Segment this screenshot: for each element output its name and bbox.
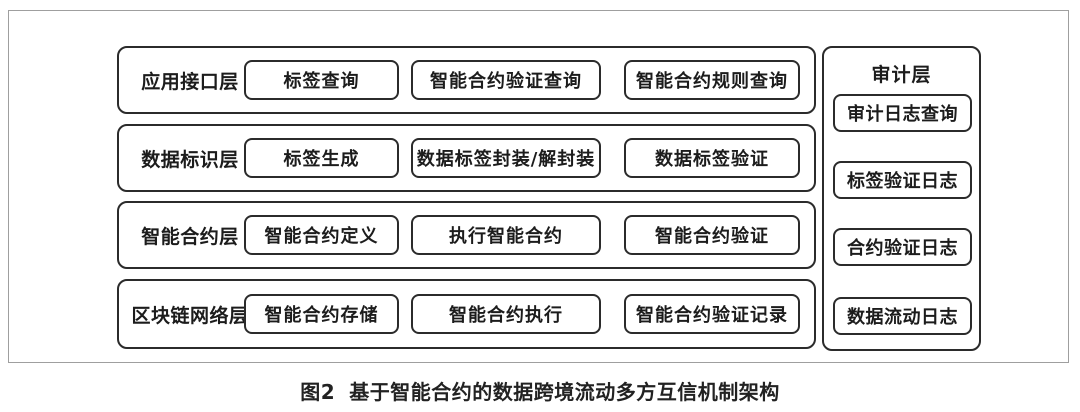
audit-log-box: 标签验证日志: [833, 161, 972, 199]
module-box: 执行智能合约: [411, 215, 601, 255]
audit-layer-panel: 审计层 审计日志查询 标签验证日志 合约验证日志 数据流动日志: [822, 46, 981, 351]
module-box: 智能合约存储: [244, 294, 399, 334]
figure-caption: 图2 基于智能合约的数据跨境流动多方互信机制架构: [0, 376, 1080, 405]
audit-layer-title: 审计层: [871, 64, 932, 86]
layer-label: 区块链网络层: [131, 304, 249, 327]
module-box: 智能合约执行: [411, 294, 601, 334]
audit-log-box: 合约验证日志: [833, 228, 972, 266]
audit-log-box: 数据流动日志: [833, 297, 972, 335]
layer-label: 智能合约层: [141, 225, 239, 248]
layer-row-blockchain-network: 区块链网络层 智能合约存储 智能合约执行 智能合约验证记录: [117, 279, 816, 349]
module-box: 数据标签验证: [624, 138, 800, 178]
layer-label: 应用接口层: [141, 70, 239, 93]
layer-row-app-interface: 应用接口层 标签查询 智能合约验证查询 智能合约规则查询: [117, 46, 816, 114]
module-box: 标签查询: [244, 60, 399, 100]
module-box: 数据标签封装/解封装: [411, 138, 601, 178]
figure-number: 图2: [300, 380, 336, 404]
layer-row-smart-contract: 智能合约层 智能合约定义 执行智能合约 智能合约验证: [117, 201, 816, 269]
module-box: 智能合约验证记录: [624, 294, 800, 334]
layer-label: 数据标识层: [141, 148, 239, 171]
module-box: 标签生成: [244, 138, 399, 178]
module-box: 智能合约验证: [624, 215, 800, 255]
module-box: 智能合约定义: [244, 215, 399, 255]
module-box: 智能合约规则查询: [624, 60, 800, 100]
module-box: 智能合约验证查询: [411, 60, 601, 100]
diagram-border: 应用接口层 标签查询 智能合约验证查询 智能合约规则查询 数据标识层 标签生成 …: [8, 10, 1069, 363]
layer-row-data-identification: 数据标识层 标签生成 数据标签封装/解封装 数据标签验证: [117, 124, 816, 192]
audit-log-box: 审计日志查询: [833, 94, 972, 132]
figure-title: 基于智能合约的数据跨境流动多方互信机制架构: [349, 380, 780, 404]
